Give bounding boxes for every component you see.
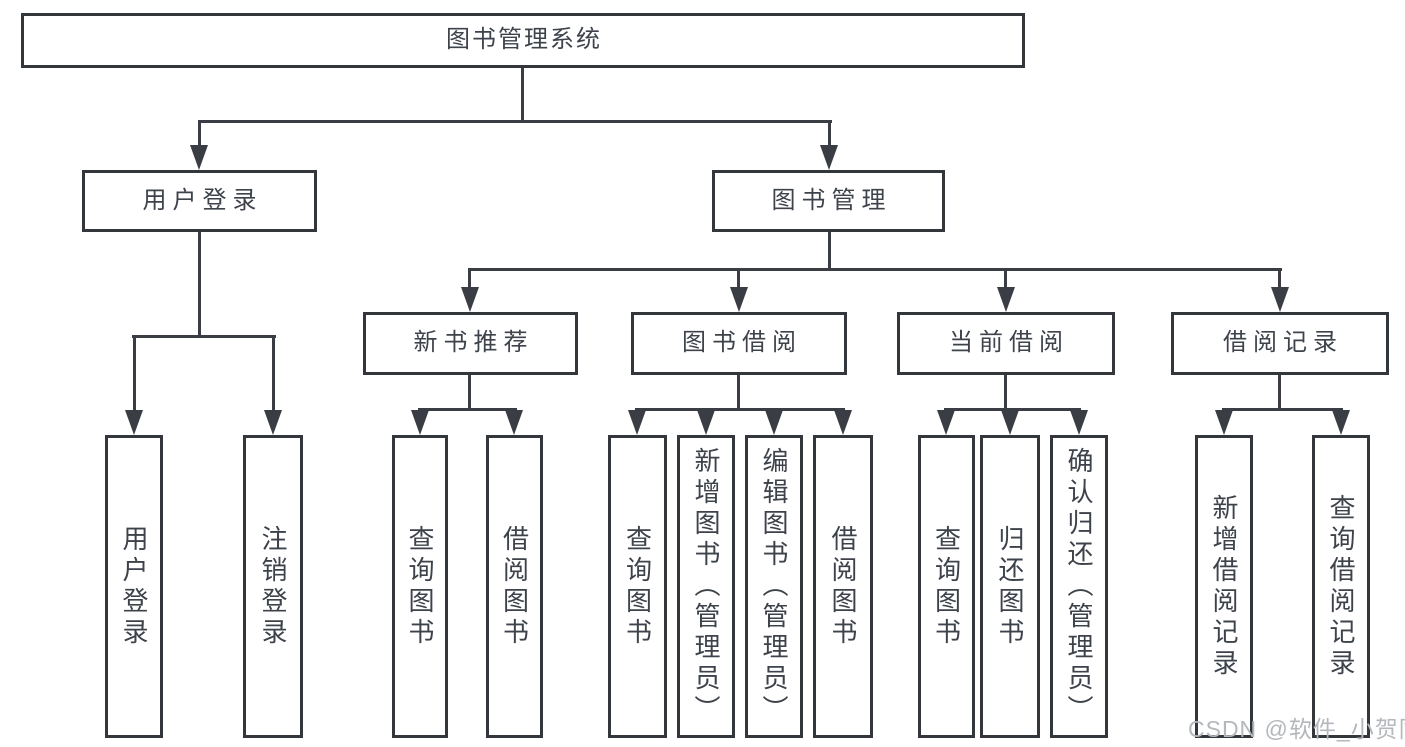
connector-line bbox=[1004, 271, 1007, 291]
node-leaf-add-book-label: 新增图书（管理员） bbox=[691, 447, 721, 726]
connector-line bbox=[418, 408, 517, 411]
arrowhead-down-icon bbox=[820, 145, 838, 170]
connector-line bbox=[1004, 375, 1007, 411]
node-book-mgmt-group: 图书管理 bbox=[712, 170, 945, 232]
node-leaf-query-book-1: 查询图书 bbox=[392, 435, 448, 738]
node-user-login-group-label: 用户登录 bbox=[142, 186, 263, 214]
node-leaf-query-borrow-record: 查询借阅记录 bbox=[1312, 435, 1370, 738]
connector-line bbox=[828, 123, 831, 151]
node-leaf-edit-book: 编辑图书（管理员） bbox=[745, 435, 803, 738]
node-leaf-borrow-book-2: 借阅图书 bbox=[813, 435, 873, 738]
arrowhead-down-icon bbox=[730, 287, 748, 312]
arrowhead-down-icon bbox=[190, 145, 208, 170]
arrowhead-down-icon bbox=[264, 410, 282, 435]
connector-line bbox=[132, 335, 276, 338]
node-leaf-add-borrow-record: 新增借阅记录 bbox=[1195, 435, 1253, 738]
arrowhead-down-icon bbox=[1332, 410, 1350, 435]
connector-line bbox=[198, 120, 832, 123]
node-leaf-query-book-2: 查询图书 bbox=[608, 435, 667, 738]
connector-line bbox=[737, 271, 740, 291]
connector-line bbox=[828, 232, 831, 271]
node-borrow-records-label: 借阅记录 bbox=[1223, 329, 1343, 357]
arrowhead-down-icon bbox=[1215, 410, 1233, 435]
node-leaf-query-book-2-label: 查询图书 bbox=[622, 524, 653, 649]
node-leaf-confirm-return: 确认归还（管理员） bbox=[1050, 435, 1108, 738]
node-book-borrow: 图书借阅 bbox=[631, 312, 847, 375]
node-current-borrow: 当前借阅 bbox=[897, 312, 1115, 375]
node-user-login-group: 用户登录 bbox=[82, 170, 317, 232]
connector-line bbox=[1278, 375, 1281, 411]
node-leaf-query-book-1-label: 查询图书 bbox=[405, 524, 435, 649]
node-borrow-records: 借阅记录 bbox=[1171, 312, 1389, 375]
connector-line bbox=[521, 68, 524, 123]
connector-line bbox=[468, 271, 471, 291]
node-leaf-add-book: 新增图书（管理员） bbox=[677, 435, 735, 738]
node-leaf-borrow-book-1-label: 借阅图书 bbox=[499, 524, 530, 649]
node-leaf-borrow-book-1: 借阅图书 bbox=[486, 435, 543, 738]
connector-line bbox=[737, 375, 740, 411]
connector-line bbox=[635, 408, 845, 411]
node-leaf-add-borrow-record-label: 新增借阅记录 bbox=[1209, 493, 1239, 680]
node-leaf-confirm-return-label: 确认归还（管理员） bbox=[1064, 447, 1094, 726]
connector-line bbox=[468, 375, 471, 411]
node-new-book-rec: 新书推荐 bbox=[363, 312, 578, 375]
arrowhead-down-icon bbox=[1070, 410, 1088, 435]
node-leaf-return-book: 归还图书 bbox=[980, 435, 1040, 738]
node-new-book-rec-label: 新书推荐 bbox=[413, 329, 534, 357]
arrowhead-down-icon bbox=[937, 410, 955, 435]
arrowhead-down-icon bbox=[628, 410, 646, 435]
arrowhead-down-icon bbox=[765, 410, 783, 435]
watermark: CSDN @软件_小贺同学 bbox=[1188, 716, 1405, 742]
node-book-mgmt-group-label: 图书管理 bbox=[771, 186, 892, 214]
node-leaf-borrow-book-2-label: 借阅图书 bbox=[828, 524, 858, 649]
node-leaf-logout: 注销登录 bbox=[243, 435, 303, 738]
node-current-borrow-label: 当前借阅 bbox=[949, 329, 1069, 357]
arrowhead-down-icon bbox=[697, 410, 715, 435]
connector-line bbox=[198, 123, 201, 151]
node-root: 图书管理系统 bbox=[21, 13, 1025, 68]
connector-line bbox=[468, 268, 1282, 271]
node-book-borrow-label: 图书借阅 bbox=[682, 329, 802, 357]
node-root-label: 图书管理系统 bbox=[446, 26, 602, 54]
arrowhead-down-icon bbox=[461, 287, 479, 312]
connector-line bbox=[944, 408, 1081, 411]
node-leaf-query-book-3-label: 查询图书 bbox=[931, 524, 962, 649]
connector-line bbox=[198, 232, 201, 338]
arrowhead-down-icon bbox=[125, 410, 143, 435]
connector-line bbox=[1222, 408, 1343, 411]
node-leaf-query-borrow-record-label: 查询借阅记录 bbox=[1326, 493, 1356, 680]
arrowhead-down-icon bbox=[411, 410, 429, 435]
node-leaf-query-book-3: 查询图书 bbox=[918, 435, 975, 738]
connector-line bbox=[133, 338, 136, 414]
node-leaf-logout-label: 注销登录 bbox=[258, 524, 288, 649]
connector-line bbox=[272, 338, 275, 414]
connector-line bbox=[1278, 271, 1281, 291]
arrowhead-down-icon bbox=[1001, 410, 1019, 435]
node-leaf-user-login: 用户登录 bbox=[105, 435, 163, 738]
arrowhead-down-icon bbox=[1271, 287, 1289, 312]
arrowhead-down-icon bbox=[834, 410, 852, 435]
node-leaf-user-login-label: 用户登录 bbox=[119, 524, 149, 649]
node-leaf-edit-book-label: 编辑图书（管理员） bbox=[759, 447, 789, 726]
node-leaf-return-book-label: 归还图书 bbox=[995, 524, 1025, 649]
arrowhead-down-icon bbox=[997, 287, 1015, 312]
arrowhead-down-icon bbox=[505, 410, 523, 435]
